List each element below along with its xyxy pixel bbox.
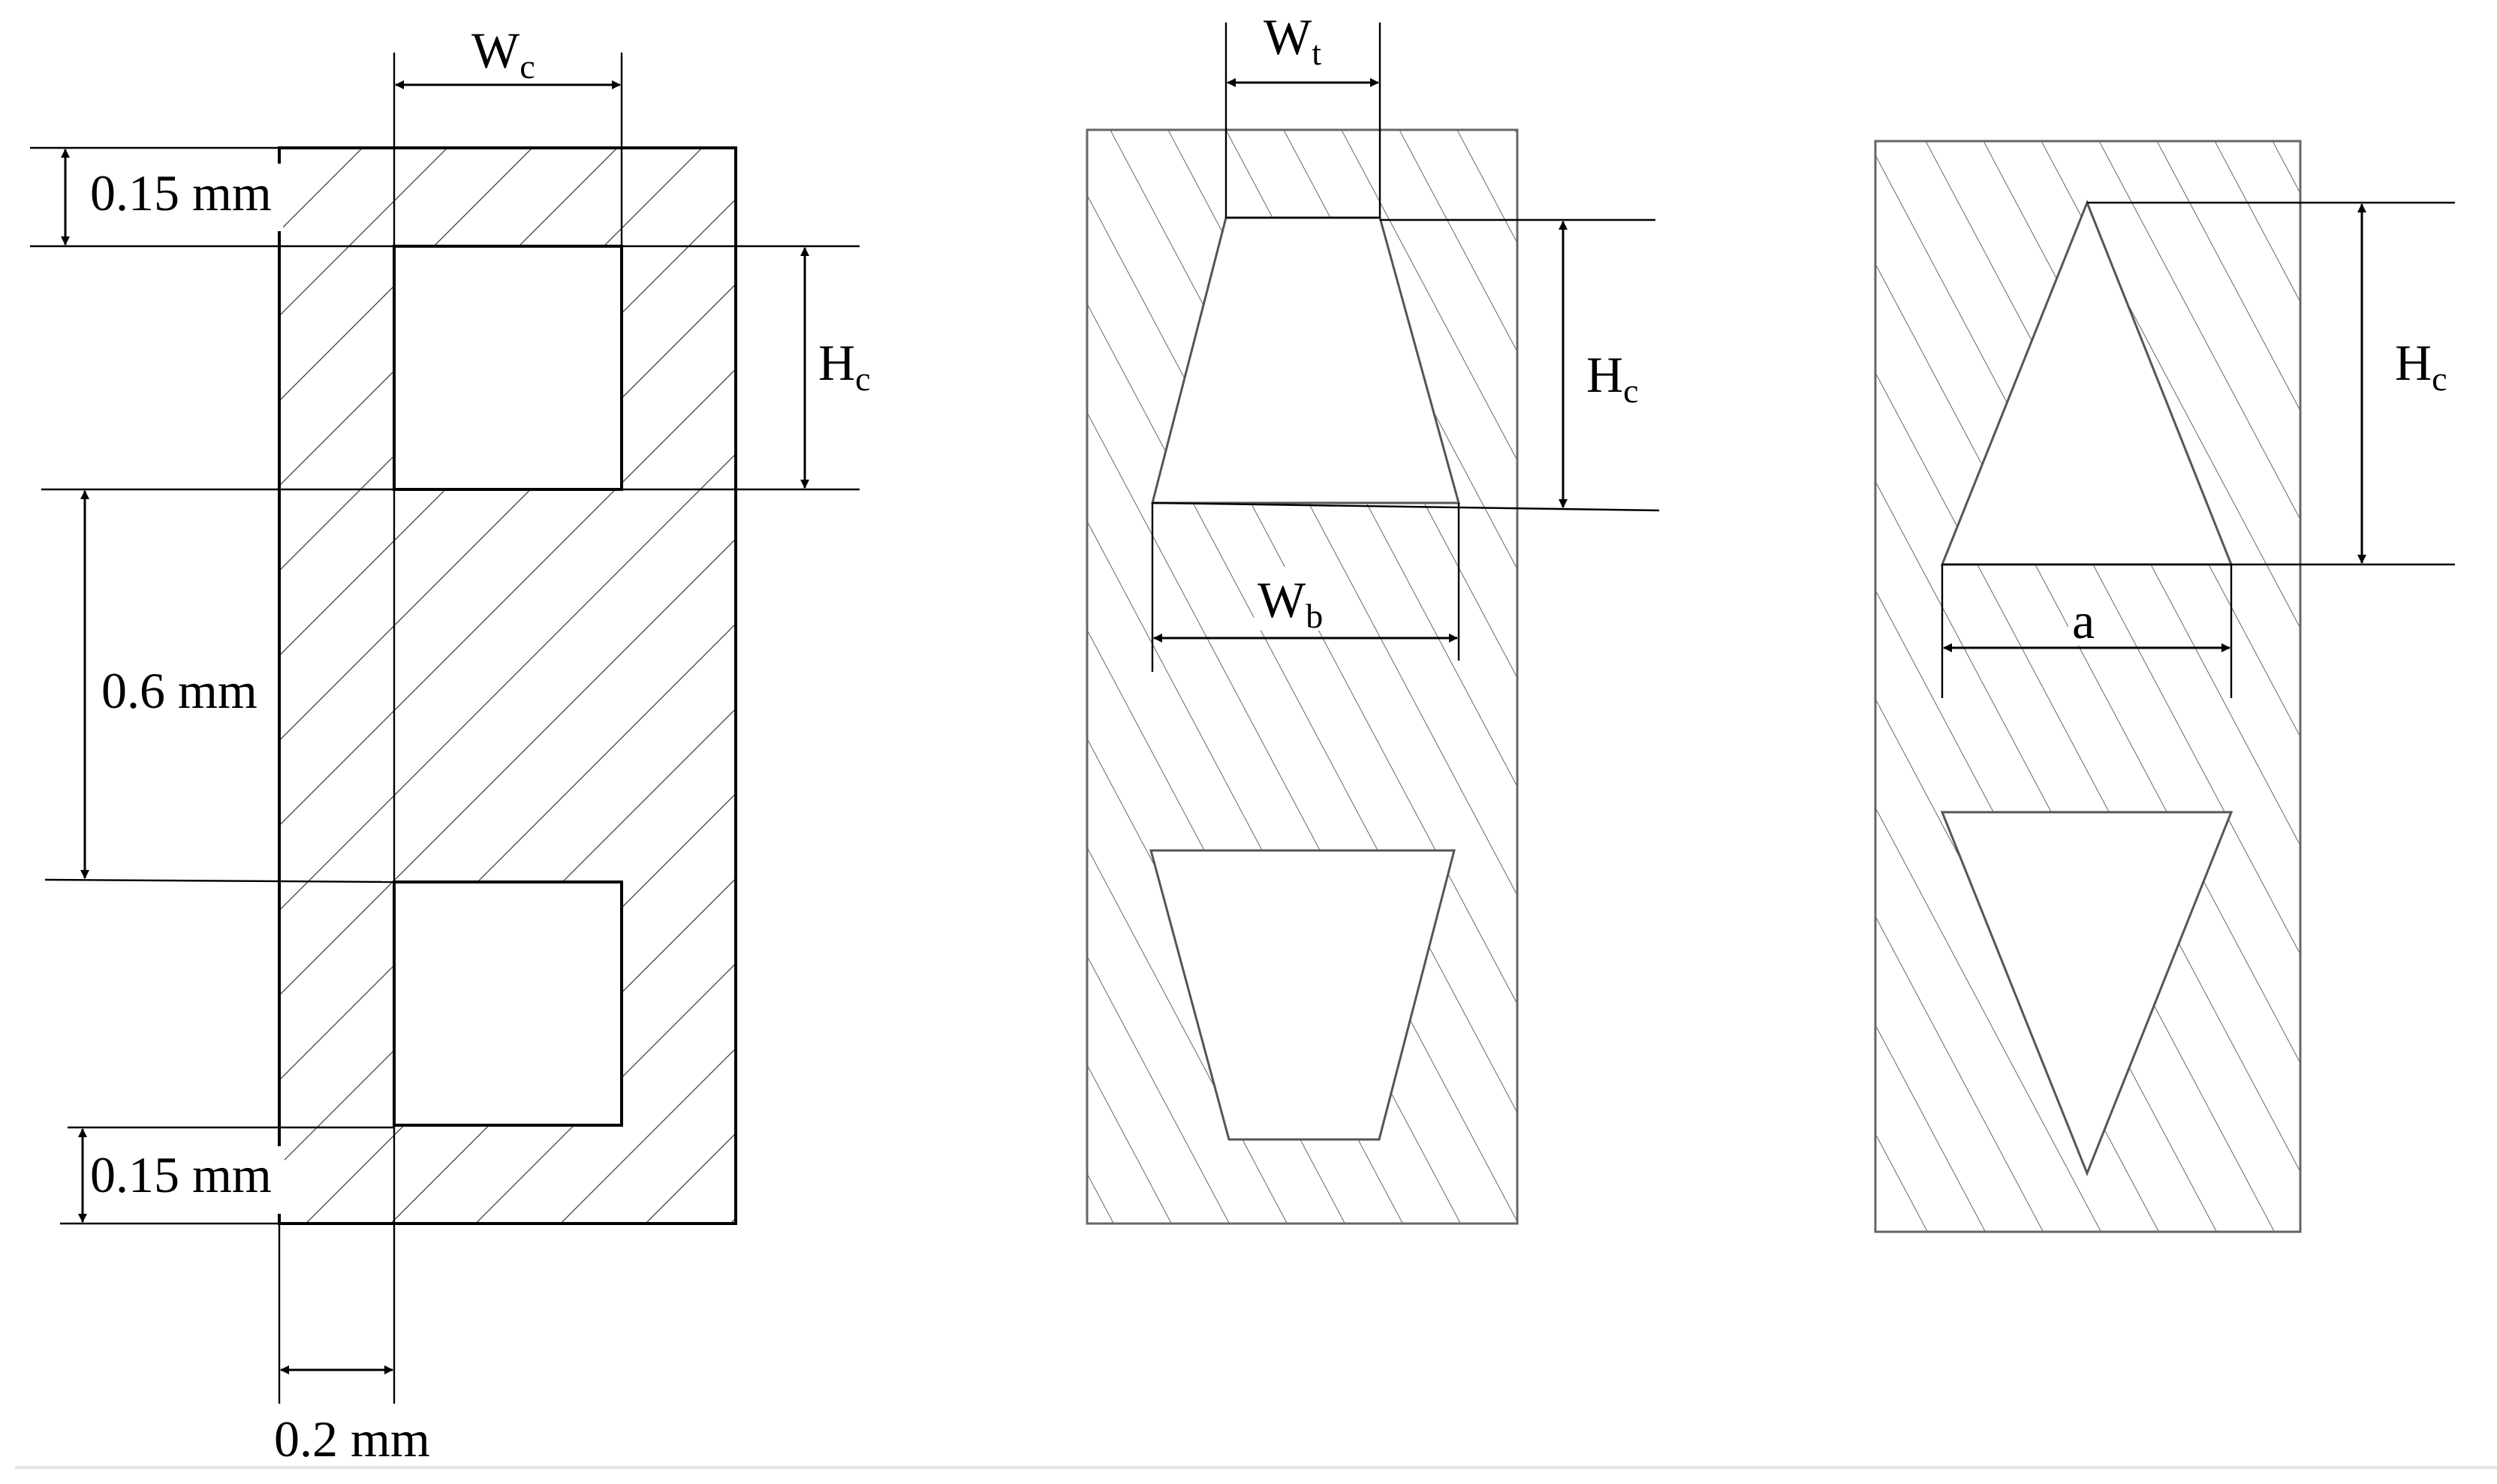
tri-dimension-arrows bbox=[1943, 203, 2366, 652]
tri-channel-bottom bbox=[1940, 811, 2233, 1177]
side-offset-label: 0.2 mm bbox=[274, 1410, 430, 1467]
hc-label: Hc bbox=[2395, 334, 2447, 398]
hc-label: Hc bbox=[1586, 346, 1639, 410]
rect-dimension-arrows bbox=[61, 80, 809, 1374]
trap-labels: Wt Hc Wb bbox=[1254, 8, 1639, 635]
rect-extension-lines bbox=[30, 53, 860, 1404]
trap-dimension-arrows bbox=[1153, 78, 1568, 643]
hc-label: Hc bbox=[818, 334, 871, 398]
trapezoidal-channel-diagram: Wt Hc Wb bbox=[1086, 8, 1660, 1225]
trap-channel-bottom bbox=[1149, 849, 1456, 1141]
tri-extension-lines bbox=[1941, 201, 2455, 698]
wc-label: Wc bbox=[471, 22, 535, 86]
spacing-label: 0.6 mm bbox=[101, 662, 258, 719]
trap-extension-lines bbox=[1151, 23, 1660, 672]
a-label: a bbox=[2072, 592, 2095, 649]
wb-label: Wb bbox=[1258, 571, 1323, 635]
rect-labels: Wc 0.15 mm Hc 0.6 mm 0.15 mm 0.2 mm bbox=[86, 22, 871, 1467]
rectangular-channel-diagram: Wc 0.15 mm Hc 0.6 mm 0.15 mm 0.2 mm bbox=[30, 22, 871, 1467]
top-gap-label: 0.15 mm bbox=[90, 164, 272, 221]
tri-labels: Hc a bbox=[2068, 334, 2447, 649]
wt-label: Wt bbox=[1264, 8, 1321, 72]
triangular-channel-diagram: Hc a bbox=[1874, 140, 2455, 1233]
rect-channel-top bbox=[393, 245, 623, 491]
bottom-gap-label: 0.15 mm bbox=[90, 1146, 272, 1203]
rect-channel-bottom bbox=[393, 880, 623, 1127]
